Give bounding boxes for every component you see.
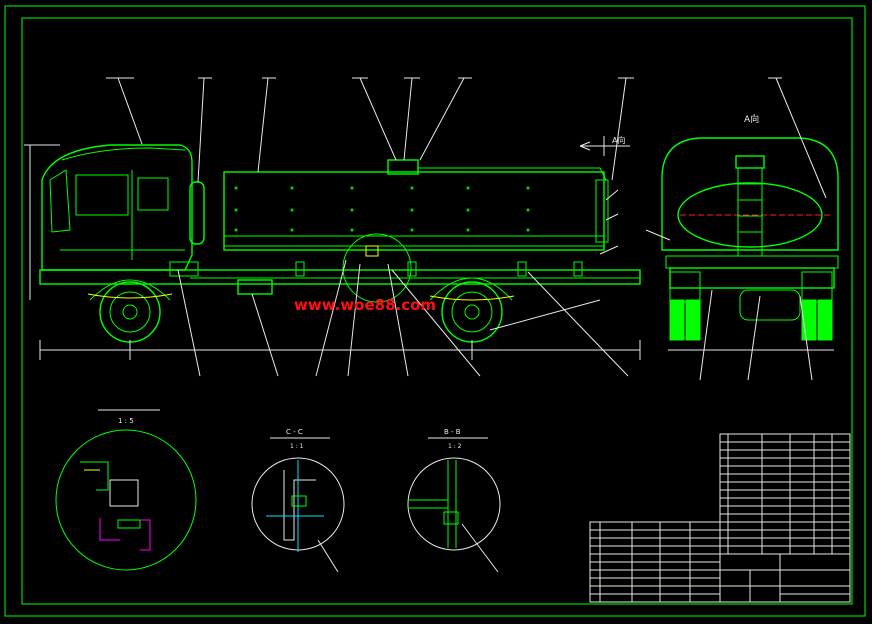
- parts-list-lower: [589, 521, 721, 603]
- rear-axle-housing: [739, 289, 801, 321]
- front-wheel: [89, 279, 171, 343]
- section-cc-bolt: [291, 495, 307, 507]
- detail-scale: 1 : 5: [118, 417, 134, 425]
- rear-bumper: [669, 267, 835, 289]
- rear-ladder: [737, 167, 763, 257]
- view-a-arrow-label: A向: [612, 135, 625, 145]
- exhaust-pipe: [189, 181, 205, 245]
- rear-spring: [429, 295, 515, 301]
- watermark: www.woe88.com: [294, 296, 436, 314]
- inner-frame: [21, 17, 853, 605]
- fuel-tank: [237, 279, 273, 295]
- detail-i-view: 1 : 5: [55, 409, 197, 571]
- section-bb-title: B - B: [444, 428, 461, 436]
- section-cc-title: C - C: [286, 428, 303, 436]
- section-bb-clip: [443, 511, 459, 525]
- view-a-arrow: [579, 136, 630, 156]
- tank-rivets: [234, 186, 530, 232]
- cab-window-front: [75, 174, 129, 216]
- detail-circle: [55, 429, 197, 571]
- section-cc-leader: [317, 539, 339, 573]
- windshield: [49, 169, 71, 233]
- section-bb-beam: [408, 460, 457, 548]
- section-cc-view: C - C 1 : 1: [251, 428, 345, 573]
- ladder-rungs: [738, 183, 762, 233]
- detail-pipe: [117, 519, 141, 529]
- rear-tank-ellipse: [677, 182, 823, 248]
- outer-frame: [4, 5, 866, 617]
- detail-callout-circle: [342, 233, 412, 303]
- title-block: [719, 553, 851, 603]
- section-bb-view: B - B 1 : 2: [407, 428, 501, 573]
- section-bb-leader: [461, 523, 499, 573]
- view-a-title: A向: [744, 113, 759, 125]
- tank-rear-ladder: [595, 179, 609, 243]
- cab-roof: [61, 147, 186, 161]
- rear-wheel: [429, 277, 513, 343]
- truck-side-view: A向: [24, 77, 641, 377]
- tank-body: [223, 171, 605, 251]
- cab-outline: [41, 144, 193, 271]
- parts-list-upper: [719, 433, 851, 555]
- dimension-lines: [24, 144, 641, 360]
- detail-part: [80, 461, 109, 491]
- detail-clamp: [99, 518, 151, 551]
- section-bb-scale: 1 : 2: [448, 443, 462, 450]
- cab-window-rear: [137, 177, 169, 211]
- battery-box: [169, 261, 199, 277]
- leader-lines: [106, 77, 634, 377]
- front-spring: [87, 293, 173, 299]
- section-markers: [295, 261, 583, 277]
- rear-tank-outline: [661, 137, 839, 251]
- detail-bracket: [109, 479, 139, 507]
- section-cc-angle: [283, 470, 316, 541]
- detail-callout-part: [365, 245, 379, 257]
- section-cc-scale: 1 : 1: [290, 443, 304, 450]
- section-bb-circle: [407, 457, 501, 551]
- truck-rear-view: A向: [645, 77, 839, 381]
- manhole: [387, 159, 419, 175]
- tank-top-walkway: [418, 167, 607, 181]
- rear-manhole: [735, 155, 765, 169]
- rear-chassis: [665, 255, 839, 269]
- rear-leaders: [645, 77, 827, 381]
- rear-wheels: [669, 271, 833, 341]
